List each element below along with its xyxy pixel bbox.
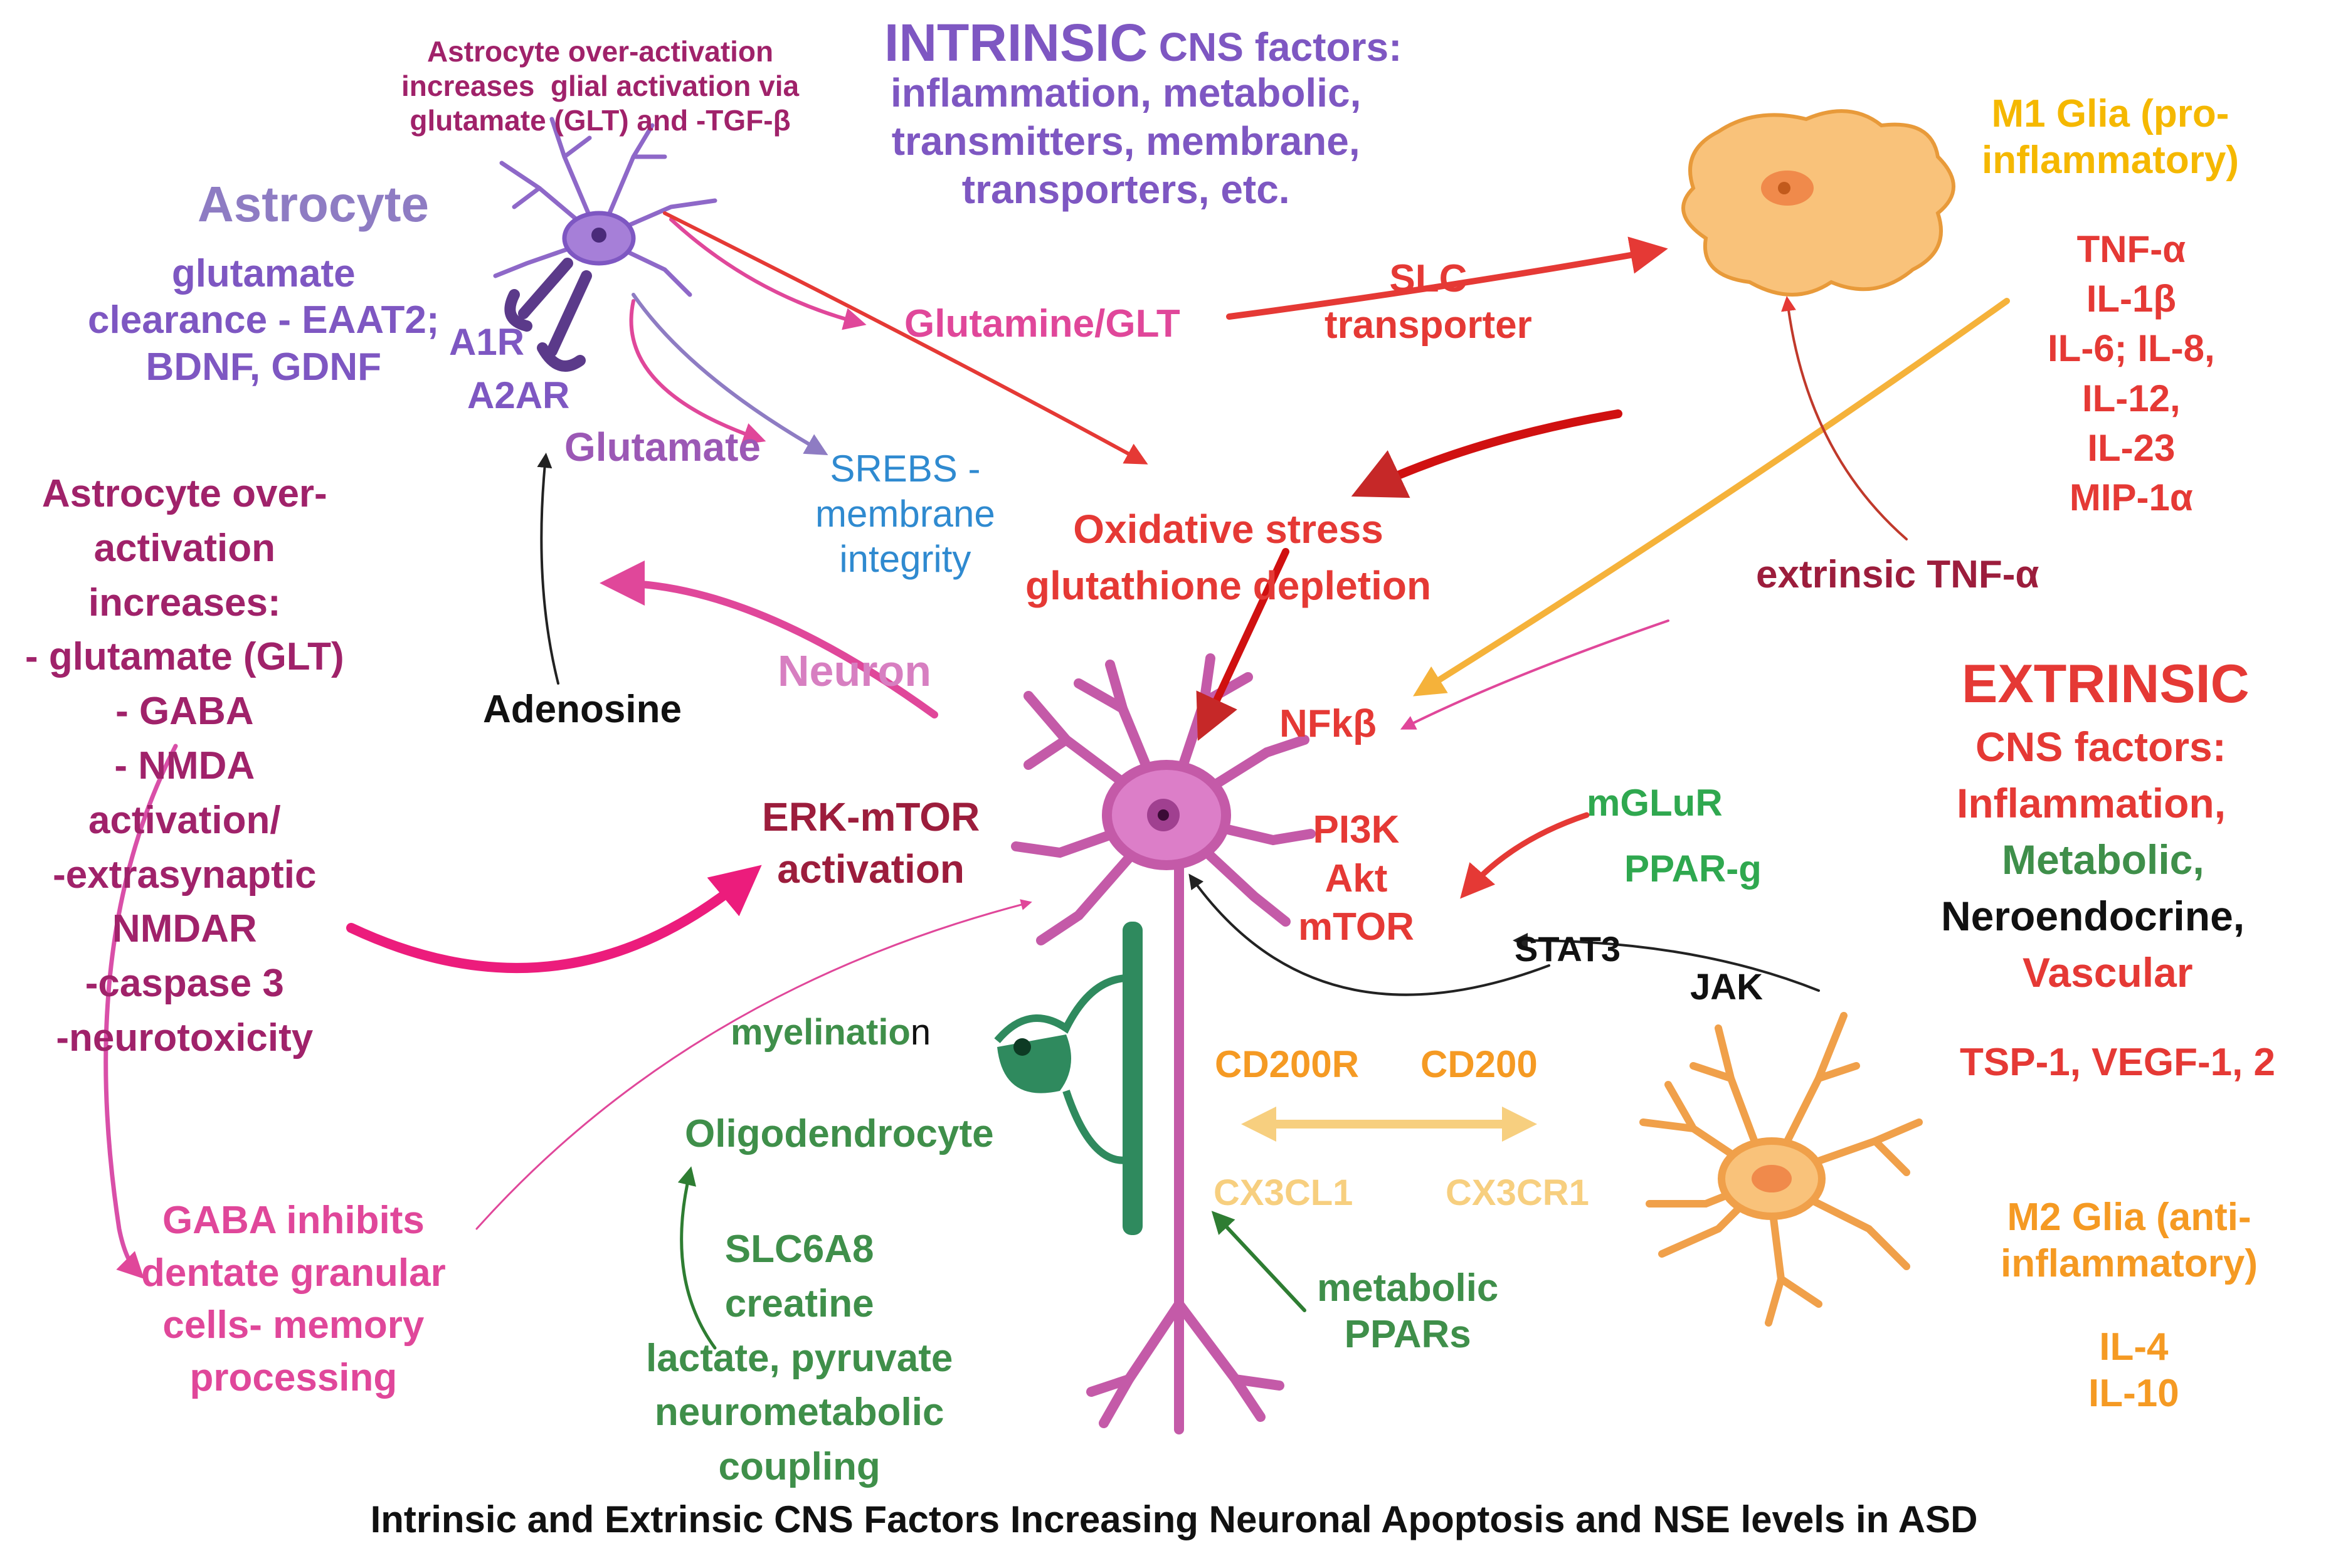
cd200-label: CD200 [1420,1043,1538,1085]
intrinsic-head-rest: CNS factors: [1148,24,1402,70]
ppar-g-label: PPAR-g [1624,848,1762,890]
extrinsic-inflammation: Inflammation, [1957,780,2226,826]
astrocyte-activation-note: Astrocyte over-activation increases glia… [401,35,800,137]
metabolic-ppars-label: metabolic PPARs [1317,1266,1499,1357]
astrocyte-over-activation-list: Astrocyte over- activation increases: - … [25,472,344,1060]
stat3-label: STAT3 [1515,929,1621,969]
oxidative-stress-label: Oxidative stress glutathione depletion [1025,507,1432,608]
oligodendrocyte-label: Oligodendrocyte [685,1112,994,1155]
extrinsic-heading: EXTRINSIC [1962,654,2250,714]
nfkb-label: NFkβ [1279,702,1377,745]
pi3k-akt-mtor-label: PI3K Akt mTOR [1298,808,1414,949]
figure-caption: Intrinsic and Extrinsic CNS Factors Incr… [370,1498,1978,1540]
gaba-inhibits-label: GABA inhibits dentate granular cells- me… [141,1199,446,1400]
receptor-icons [504,258,592,372]
m2-glia-cell-icon [1639,1012,1923,1327]
arrows [103,211,2010,1350]
astrocyte-functions: glutamate clearance - EAAT2; BDNF, GDNF [88,252,440,389]
myelination-end: n [910,1012,931,1053]
cd200r-label: CD200R [1215,1043,1360,1085]
glutamine-glt-label: Glutamine/GLT [904,302,1180,345]
extrinsic-cns-factors: CNS factors: [1975,723,2226,770]
extrinsic-metabolic: Metabolic, [2002,836,2204,883]
neuron-label: Neuron [778,646,931,695]
slc6a8-label: SLC6A8 creatine lactate, pyruvate neurom… [646,1228,953,1489]
m2-cytokines: IL-4 IL-10 [2088,1325,2179,1416]
m1-glia-label: M1 Glia (pro- inflammatory) [1982,92,2239,182]
astrocyte-cell-icon [493,117,717,297]
myelination-label: myelination [731,1011,931,1055]
adenosine-label: Adenosine [483,688,682,731]
a2ar-label: A2AR [467,374,570,416]
intrinsic-factors: inflammation, metabolic, transmitters, m… [891,70,1362,212]
intrinsic-heading: INTRINSIC CNS factors: [884,11,1402,75]
myelination-main: myelinatio [731,1012,911,1053]
m2-glia-label: M2 Glia (anti- inflammatory) [2001,1196,2258,1286]
extrinsic-vascular: Vascular [2023,949,2193,996]
srebs-label: SREBS - membrane integrity [815,448,995,580]
m1-cytokines: TNF-α IL-1β IL-6; IL-8, IL-12, IL-23 MIP… [2048,228,2215,518]
extrinsic-neuroendocrine: Neroendocrine, [1941,893,2245,939]
cx3cr1-label: CX3CR1 [1446,1172,1589,1213]
extrinsic-tnf-label: extrinsic TNF-α [1756,553,2039,596]
a1r-label: A1R [449,321,525,363]
m1-glia-cell-icon [1681,109,1955,297]
intrinsic-head-word: INTRINSIC [884,13,1148,72]
cx3cl1-label: CX3CL1 [1214,1172,1353,1213]
jak-label: JAK [1690,967,1764,1008]
mglur-label: mGLuR [1587,782,1723,824]
erk-mtor-label: ERK-mTOR activation [762,794,980,892]
slc-transporter-label: SLC transporter [1325,257,1532,347]
oligodendrocyte-cell-icon [994,922,1143,1235]
tsp-vegf-label: TSP-1, VEGF-1, 2 [1960,1041,2276,1084]
glutamate-label: Glutamate [564,424,761,470]
astrocyte-label: Astrocyte [198,176,430,232]
